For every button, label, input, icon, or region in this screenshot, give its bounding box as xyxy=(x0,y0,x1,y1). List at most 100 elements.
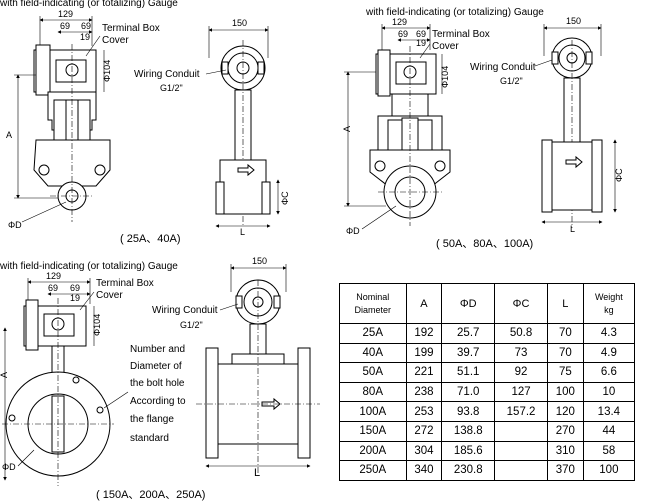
conduit-thread-3: G1/2" xyxy=(180,320,203,330)
dim-D-1: ΦD xyxy=(8,220,22,230)
wiring-conduit-2: Wiring Conduit xyxy=(470,62,536,73)
bolt-note-line1: Number and xyxy=(130,344,185,355)
table-cell: 51.1 xyxy=(441,362,496,383)
dim-150-2: 150 xyxy=(566,16,581,26)
table-cell: 73 xyxy=(494,342,548,364)
table-cell: 185.6 xyxy=(441,440,496,462)
dim-C-1: ΦC xyxy=(280,191,290,205)
dim-L-1: L xyxy=(240,227,245,237)
table-cell: 75 xyxy=(546,362,584,383)
table-cell: 200A xyxy=(339,440,407,462)
table-cell: 25.7 xyxy=(441,323,496,344)
table-cell: 39.7 xyxy=(441,342,496,364)
terminal-box-2-line2: Cover xyxy=(432,41,459,52)
dim-150-1: 150 xyxy=(232,18,247,28)
table-cell: 270 xyxy=(546,420,584,442)
dim-129-1: 129 xyxy=(58,9,73,19)
conduit-thread-1: G1/2" xyxy=(160,83,183,93)
wiring-conduit-3: Wiring Conduit xyxy=(152,305,218,316)
terminal-box-1-line1: Terminal Box xyxy=(102,23,160,34)
drawing-group-3: with field-indicating (or totalizing) Ga… xyxy=(0,256,320,501)
table-cell: 25A xyxy=(339,323,407,344)
table-cell: 199 xyxy=(405,342,443,364)
table-cell: 250A xyxy=(339,460,407,481)
table-cell: 92 xyxy=(494,362,548,383)
table-cell: 120 xyxy=(546,401,584,422)
dim-19-2: 19 xyxy=(416,38,426,48)
table-cell: 304 xyxy=(405,440,443,462)
dim-A-1: A xyxy=(6,130,12,140)
dim-19-1: 19 xyxy=(80,32,90,42)
dim-69-3: 69 xyxy=(48,283,58,293)
table-cell: 10 xyxy=(582,381,636,403)
terminal-box-2-line1: Terminal Box xyxy=(432,29,490,40)
size-group-3: ( 150A、200A、250A) xyxy=(96,489,205,501)
table-cell: 100 xyxy=(546,381,584,403)
dim-69-1: 69 xyxy=(60,21,70,31)
table-cell: 93.8 xyxy=(441,401,496,422)
table-cell: 58 xyxy=(582,440,636,462)
table-cell: 310 xyxy=(546,440,584,462)
dim-69b-2: 69 xyxy=(416,29,426,39)
table-cell: 50.8 xyxy=(494,323,548,344)
dim-69b-1: 69 xyxy=(81,21,91,31)
dim-69-2: 69 xyxy=(398,29,408,39)
table-cell xyxy=(494,440,548,462)
table-cell: 340 xyxy=(405,460,443,481)
dim-D-2: ΦD xyxy=(346,226,360,236)
table-cell: 192 xyxy=(405,323,443,344)
table-cell: 230.8 xyxy=(441,460,496,481)
drawing-group-1: with field-indicating (or totalizing) Ga… xyxy=(0,0,290,245)
bolt-note-line4: According to xyxy=(130,396,186,407)
conduit-thread-2: G1/2" xyxy=(500,76,523,86)
table-cell: 127 xyxy=(494,381,548,403)
col-C: ΦC xyxy=(494,283,548,324)
bolt-note-line2: Diameter of xyxy=(130,361,182,372)
table-cell: 6.6 xyxy=(582,362,636,383)
table-cell: 50A xyxy=(339,362,407,383)
col-L: L xyxy=(546,283,584,324)
bolt-note-line5: the flange xyxy=(130,414,174,425)
dim-129-2: 129 xyxy=(392,17,407,27)
terminal-box-1-line2: Cover xyxy=(102,35,129,46)
caption-gauge-1: with field-indicating (or totalizing) Ga… xyxy=(0,0,178,9)
bolt-note-line6: standard xyxy=(130,433,169,444)
caption-gauge-3: with field-indicating (or totalizing) Ga… xyxy=(0,261,178,272)
dim-69b-3: 69 xyxy=(70,283,80,293)
dim-d104-1: Φ104 xyxy=(102,60,112,82)
col-A: A xyxy=(405,283,443,324)
dim-D-3: ΦD xyxy=(2,462,16,472)
dim-L-3: L xyxy=(254,467,260,479)
dim-L-2: L xyxy=(570,224,575,234)
wiring-conduit-1: Wiring Conduit xyxy=(134,69,200,80)
drawing-group-2: with field-indicating (or totalizing) Ga… xyxy=(342,7,624,250)
dim-129-3: 129 xyxy=(46,271,61,281)
table-cell: 370 xyxy=(546,460,584,481)
table-cell: 4.9 xyxy=(582,342,636,364)
terminal-box-3-line1: Terminal Box xyxy=(96,278,154,289)
table-cell: 80A xyxy=(339,381,407,403)
terminal-box-3-line2: Cover xyxy=(96,290,123,301)
col-D: ΦD xyxy=(441,283,496,324)
dim-A-2: A xyxy=(342,126,352,132)
table-cell: 13.4 xyxy=(582,401,636,422)
table-cell: 70 xyxy=(546,323,584,344)
dim-A-3: A xyxy=(0,372,9,378)
table-cell xyxy=(494,460,548,481)
table-cell: 44 xyxy=(582,420,636,442)
table-cell: 238 xyxy=(405,381,443,403)
table-cell: 4.3 xyxy=(582,323,636,344)
